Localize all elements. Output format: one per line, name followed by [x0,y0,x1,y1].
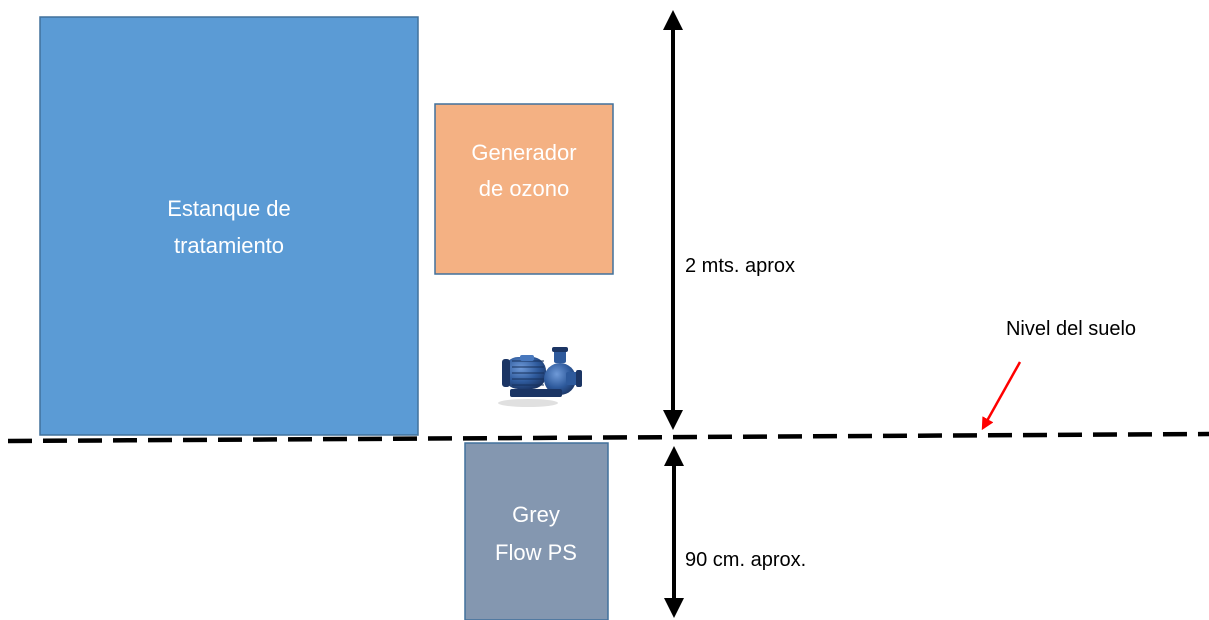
grey-flow-ps-label-line1: Grey [512,502,560,527]
ozone-generator-label-line2: de ozono [479,176,570,201]
treatment-tank: Estanque de tratamiento [39,16,419,436]
ground-level-pointer-arrow [981,361,1022,431]
grey-flow-ps-label-line2: Flow PS [495,540,577,565]
treatment-tank-label-line1: Estanque de [167,196,291,221]
treatment-tank-label-line2: tratamiento [174,233,284,258]
ozone-generator-box [434,103,614,275]
water-pump-icon [498,347,582,407]
ground-level-label: Nivel del suelo [1006,318,1136,340]
ground-level-line [7,431,1209,444]
grey-flow-ps-box [464,442,609,620]
ozone-generator-label-line1: Generador [471,140,576,165]
grey-flow-ps: Grey Flow PS [464,442,609,620]
ozone-generator: Generador de ozono [434,103,614,275]
treatment-tank-box [39,16,419,436]
height-above-ground-label: 2 mts. aprox [685,255,795,277]
depth-below-ground-label: 90 cm. aprox. [685,549,806,571]
